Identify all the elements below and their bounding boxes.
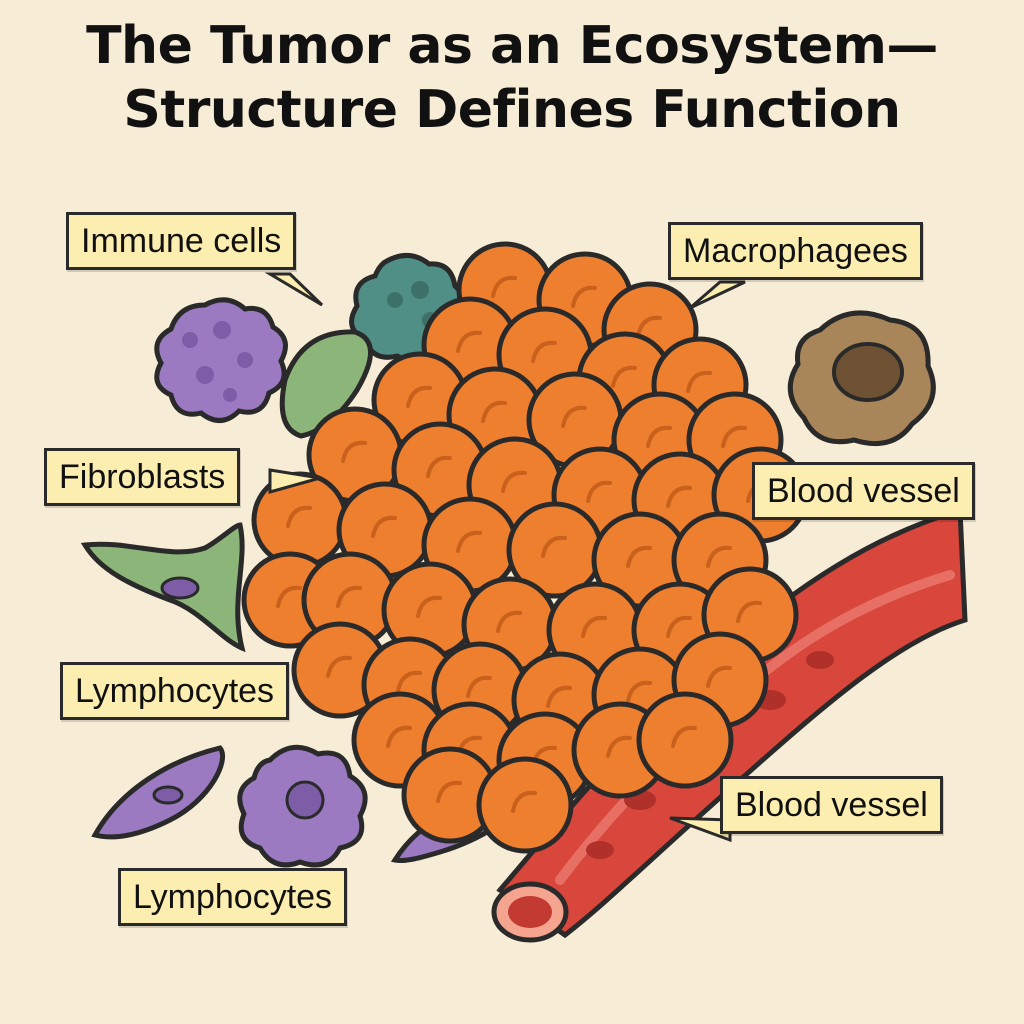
tumor-cell: [636, 691, 734, 789]
label-immune-cells: Immune cells: [66, 212, 297, 270]
label-lymphocytes-upper: Lymphocytes: [60, 662, 290, 720]
lymphocyte-elongated: [91, 745, 226, 840]
tumor-cell: [401, 746, 499, 844]
title-line-1: The Tumor as an Ecosystem—: [86, 16, 938, 76]
immune-cell-purple: [154, 297, 288, 423]
label-macrophages: Macrophagees: [668, 222, 923, 280]
page-title: The Tumor as an Ecosystem— Structure Def…: [0, 14, 1024, 142]
macrophage-cell: [787, 310, 936, 447]
label-blood-vessel-upper: Blood vessel: [752, 462, 975, 520]
red-blood-cell: [586, 841, 614, 859]
title-line-2: Structure Defines Function: [123, 80, 901, 140]
tumor-cell: [251, 471, 349, 569]
fibroblast-cell-small: [279, 329, 373, 439]
red-blood-cell: [806, 651, 834, 669]
tumor-cell: [526, 371, 624, 469]
label-blood-vessel-lower: Blood vessel: [720, 776, 943, 834]
lymphocyte-round: [237, 744, 368, 868]
label-fibroblasts: Fibroblasts: [44, 448, 241, 506]
tumor-cell: [476, 756, 574, 854]
fibroblast-cell: [80, 522, 246, 653]
label-lymphocytes-lower: Lymphocytes: [118, 868, 348, 926]
